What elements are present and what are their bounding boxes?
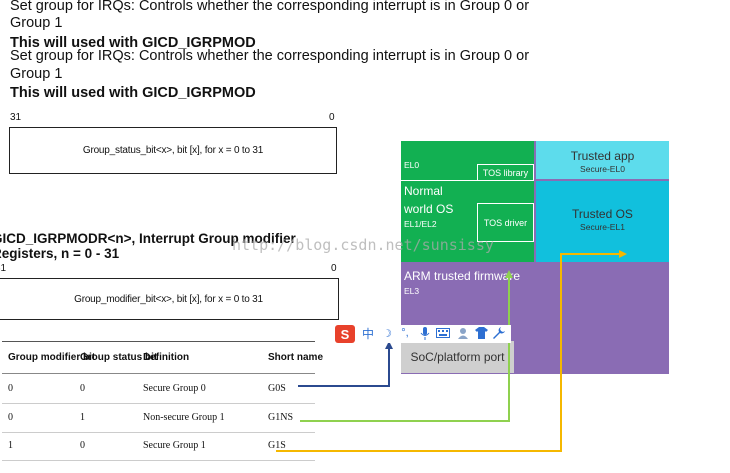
shirt-icon[interactable] xyxy=(473,325,489,341)
watermark: http://blog.csdn.net/sunsissy xyxy=(232,236,494,254)
table-row-rule xyxy=(2,432,315,433)
usage-note-b: This will used with GICD_IGRPMOD xyxy=(10,85,256,101)
row1-definition: Secure Group 0 xyxy=(143,383,206,394)
igrpmod-register-field: Group_modifier_bit<x>, bit [x], for x = … xyxy=(0,278,339,320)
table-header-short-name: Short name xyxy=(268,352,324,363)
trusted-os-label: Trusted OS xyxy=(572,207,633,221)
row2-modifier: 0 xyxy=(8,412,13,423)
trusted-os-block: Trusted OS Secure-EL1 xyxy=(536,181,669,262)
soc-platform-port: SoC/platform port xyxy=(401,341,514,373)
g0s-arrow xyxy=(298,347,390,387)
g1s-arrowhead xyxy=(619,250,627,258)
normal-world-label-2: world OS xyxy=(404,202,454,216)
g0s-arrowhead xyxy=(385,341,393,349)
igroup-register-field: Group_status_bit<x>, bit [x], for x = 0 … xyxy=(9,127,337,174)
igrpmod-title-line1: GICD_IGRPMODR<n>, Interrupt Group modifi… xyxy=(0,231,296,246)
igrpmod-bit-hi: 31 xyxy=(0,263,7,274)
table-header-definition: Definition xyxy=(143,352,190,363)
table-header-status: Group status bit xyxy=(80,352,158,363)
el3-label: EL3 xyxy=(404,286,420,296)
row2-status: 1 xyxy=(80,412,85,423)
secure-el0-label: Secure-EL0 xyxy=(580,164,625,174)
table-header-modifier: Group modifier bit xyxy=(8,352,96,363)
table-row-rule xyxy=(2,403,315,404)
table-top-rule xyxy=(2,341,315,342)
row3-modifier: 1 xyxy=(8,440,13,451)
g1ns-arrow xyxy=(300,276,510,422)
row2-short-name: G1NS xyxy=(268,412,294,423)
table-bottom-rule xyxy=(2,460,315,461)
microphone-icon[interactable] xyxy=(417,325,433,341)
ime-toolbar[interactable]: S 中 ☽ °, xyxy=(335,325,511,343)
wrench-icon[interactable] xyxy=(491,325,507,341)
ime-logo-icon[interactable]: S xyxy=(335,325,355,343)
trusted-app-block: Trusted app Secure-EL0 xyxy=(536,141,669,179)
el0-divider xyxy=(401,180,534,181)
description-line2-a: Group 1 xyxy=(10,15,63,31)
el1-el2-label: EL1/EL2 xyxy=(404,219,437,229)
igroup-bit-lo: 0 xyxy=(329,112,335,123)
trusted-app-label: Trusted app xyxy=(570,149,635,163)
row1-short-name: G0S xyxy=(268,383,286,394)
description-line1-b: Set group for IRQs: Controls whether the… xyxy=(10,48,530,64)
g1ns-arrowhead xyxy=(505,270,513,278)
row3-short-name: G1S xyxy=(268,440,286,451)
tos-library-box: TOS library xyxy=(477,164,534,181)
secure-el1-label: Secure-EL1 xyxy=(580,222,625,232)
g1s-arrow xyxy=(276,253,622,452)
punctuation-icon[interactable]: °, xyxy=(401,327,409,339)
usage-note-a: This will used with GICD_IGRPMOD xyxy=(10,35,256,51)
tos-driver-box: TOS driver xyxy=(477,203,534,242)
arm-tf-label: ARM trusted firmware xyxy=(404,269,521,283)
igrpmod-bit-lo: 0 xyxy=(331,263,337,274)
description-line1-a: Set group for IRQs: Controls whether the… xyxy=(10,0,530,14)
moon-icon[interactable]: ☽ xyxy=(382,327,392,340)
row1-status: 0 xyxy=(80,383,85,394)
row1-modifier: 0 xyxy=(8,383,13,394)
description-line2-b: Group 1 xyxy=(10,66,63,82)
table-header-rule xyxy=(2,373,315,374)
keyboard-icon[interactable] xyxy=(435,325,451,341)
el0-label: EL0 xyxy=(404,160,420,170)
normal-world-label-1: Normal xyxy=(404,184,443,198)
user-icon[interactable] xyxy=(455,325,471,341)
igroup-bit-hi: 31 xyxy=(10,112,22,123)
igrpmod-title-line2: Registers, n = 0 - 31 xyxy=(0,246,120,261)
row3-status: 0 xyxy=(80,440,85,451)
row3-definition: Secure Group 1 xyxy=(143,440,206,451)
chinese-mode-icon[interactable]: 中 xyxy=(361,326,374,341)
row2-definition: Non-secure Group 1 xyxy=(143,412,225,423)
